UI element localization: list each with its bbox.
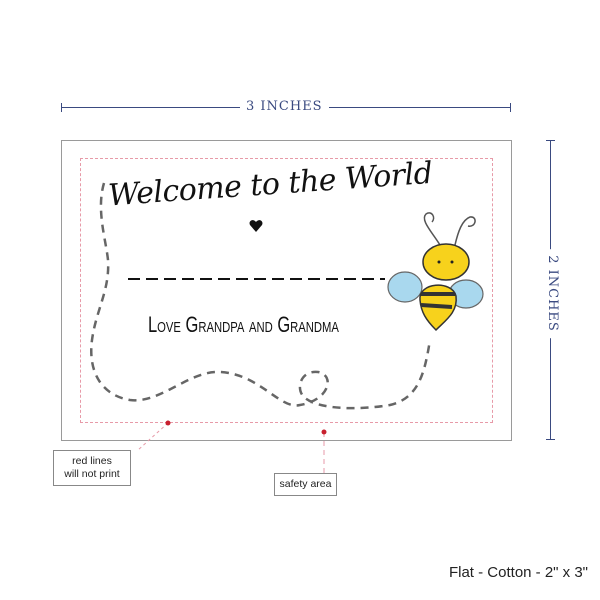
red-lines-note-line2: will not print	[64, 468, 120, 480]
safety-area-note: safety area	[274, 473, 337, 496]
red-lines-note: red lines will not print	[53, 450, 131, 486]
safety-area-outline	[80, 158, 493, 423]
bee-illustration	[387, 212, 484, 332]
product-label: Flat - Cotton - 2" x 3"	[448, 564, 588, 581]
width-dimension-label: 3 INCHES	[240, 99, 329, 114]
card-signature: Love Grandpa and Grandma	[148, 312, 339, 337]
width-dimension-tick-right	[510, 103, 511, 112]
width-dimension-tick-left	[61, 103, 62, 112]
height-dimension-tick-bottom	[546, 439, 555, 440]
height-dimension-tick-top	[546, 140, 555, 141]
red-lines-note-line1: red lines	[72, 455, 112, 467]
heart-icon	[249, 220, 263, 232]
